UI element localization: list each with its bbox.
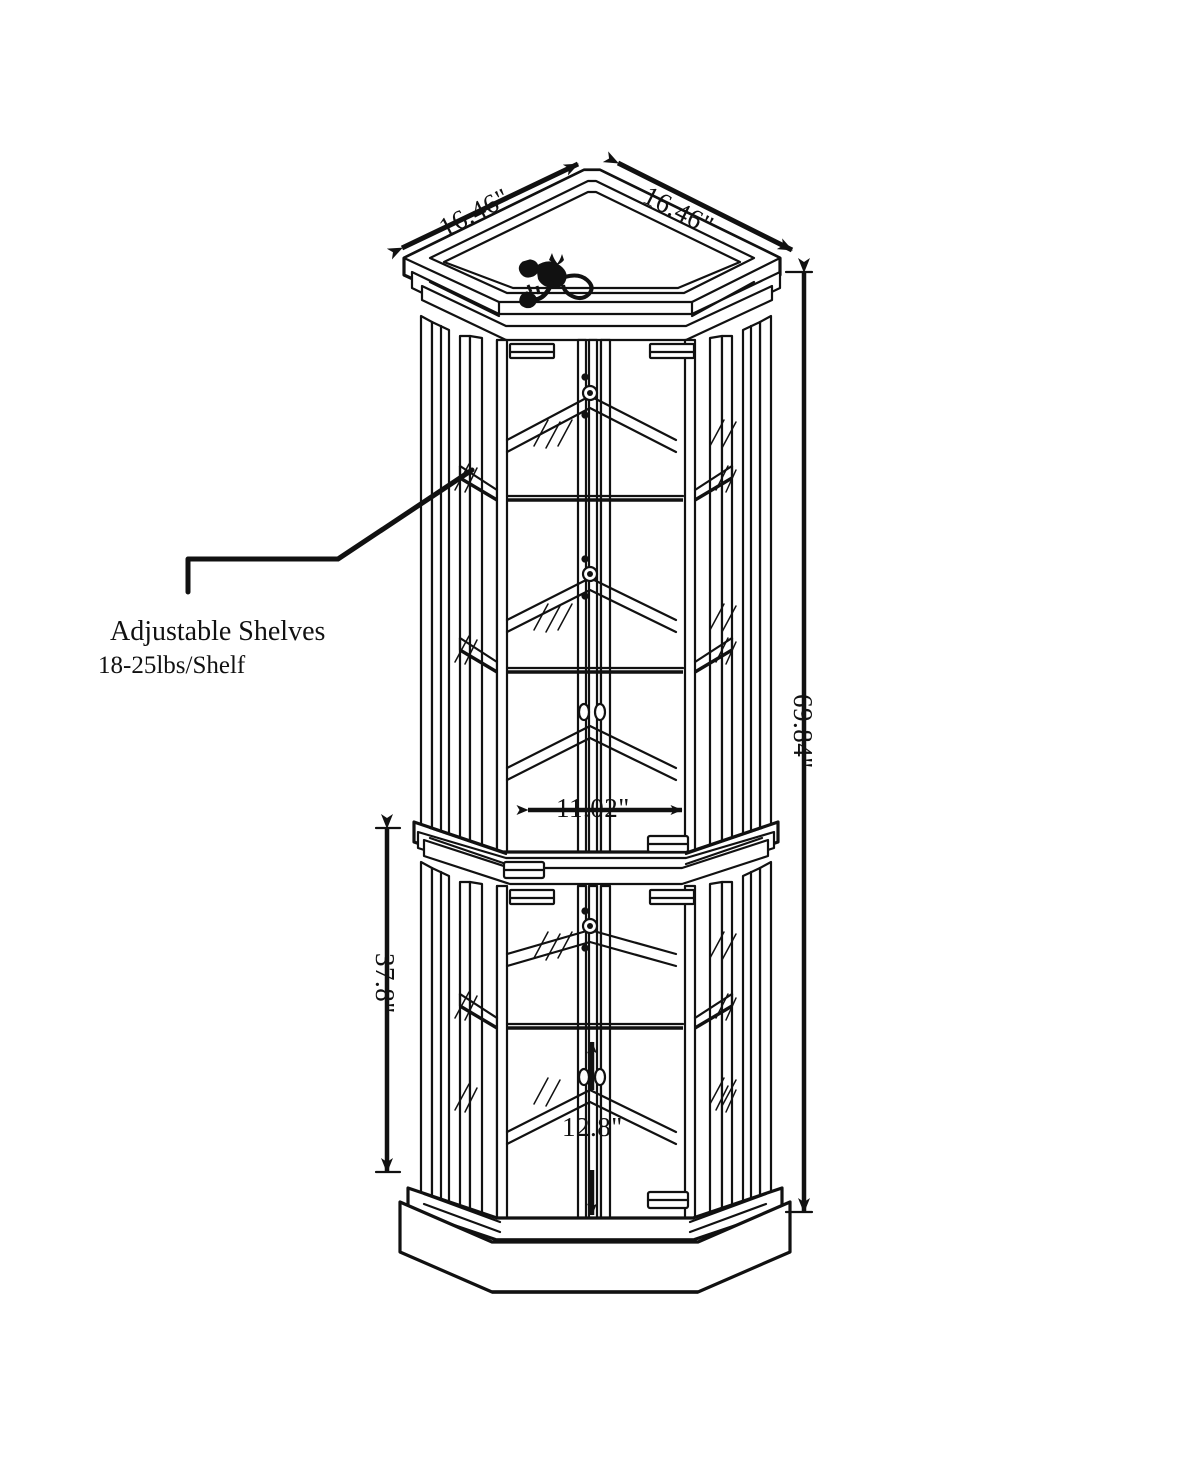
glass-shine-marks — [454, 931, 737, 1113]
glass-shelf — [458, 636, 734, 674]
dimension-label-lower-height: 37.8" — [370, 953, 400, 1014]
lower-cabinet-section — [419, 860, 773, 1228]
top-crown-molding — [402, 168, 782, 342]
glass-shelf — [458, 464, 734, 502]
upper-cabinet-section — [419, 314, 773, 854]
base-molding — [398, 1186, 792, 1294]
glass-shelf — [458, 992, 734, 1030]
callout-leader-line — [185, 467, 475, 595]
callout-subtitle: 18-25lbs/Shelf — [98, 652, 246, 679]
callout-title: Adjustable Shelves — [110, 616, 326, 647]
dimension-label-interior-width: 11.02" — [556, 793, 630, 823]
dimension-arrow-lower-height — [374, 814, 402, 1174]
dimension-arrow-top-right — [602, 151, 794, 253]
dimension-label-shelf-clearance: 12.8" — [562, 1112, 623, 1142]
dimension-arrow-total-height — [784, 258, 814, 1214]
power-cord-icon — [518, 253, 594, 309]
dimension-label-total-height: 69.84" — [788, 694, 818, 769]
mid-rail-molding — [412, 820, 780, 886]
dimension-arrow-top-left — [386, 161, 580, 260]
glass-shine-marks — [454, 419, 737, 665]
